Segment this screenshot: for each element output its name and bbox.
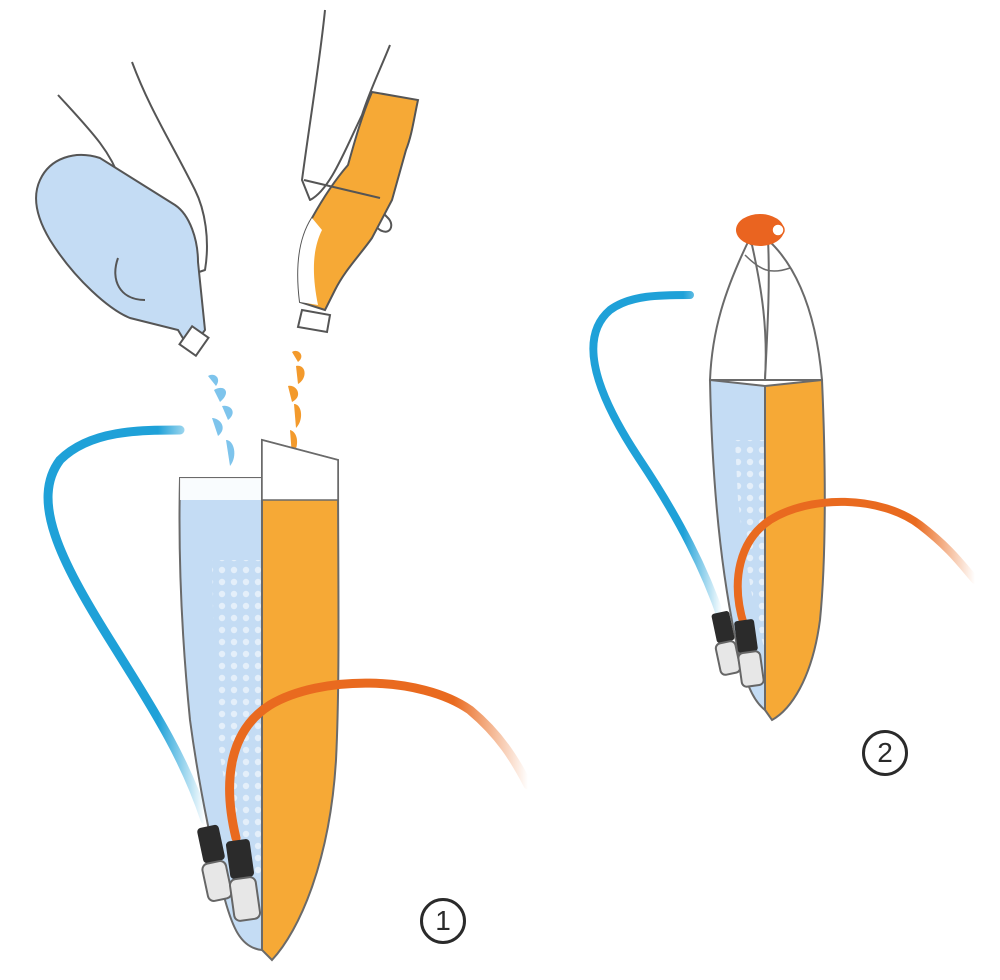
step-1-illustration <box>35 9 533 962</box>
step-1-number: 1 <box>435 905 451 936</box>
drink-splash-icon <box>288 350 305 456</box>
water-splash-icon <box>208 374 235 466</box>
step-2-illustration <box>589 214 979 722</box>
sealed-water-connector <box>711 611 742 676</box>
drink-tube-connector <box>225 839 262 922</box>
sealed-drink-connector <box>734 619 765 688</box>
water-tube <box>43 425 210 825</box>
sealed-drink-pouch <box>764 378 826 722</box>
step-2-number: 2 <box>877 737 893 768</box>
sealed-water-tube <box>589 291 726 624</box>
sealed-drink-tube <box>733 497 979 629</box>
seal-cap-icon <box>736 214 785 246</box>
step-1-badge: 1 <box>420 898 466 944</box>
water-bladder-pouch <box>178 477 263 952</box>
drink-bottle-icon <box>296 90 420 334</box>
water-bottle-icon <box>35 154 210 358</box>
drink-bladder-pouch <box>261 438 340 962</box>
sealed-bladder-top <box>708 237 824 381</box>
water-tube-connector <box>197 824 233 902</box>
drink-tube <box>225 678 533 843</box>
step-2-badge: 2 <box>862 730 908 776</box>
